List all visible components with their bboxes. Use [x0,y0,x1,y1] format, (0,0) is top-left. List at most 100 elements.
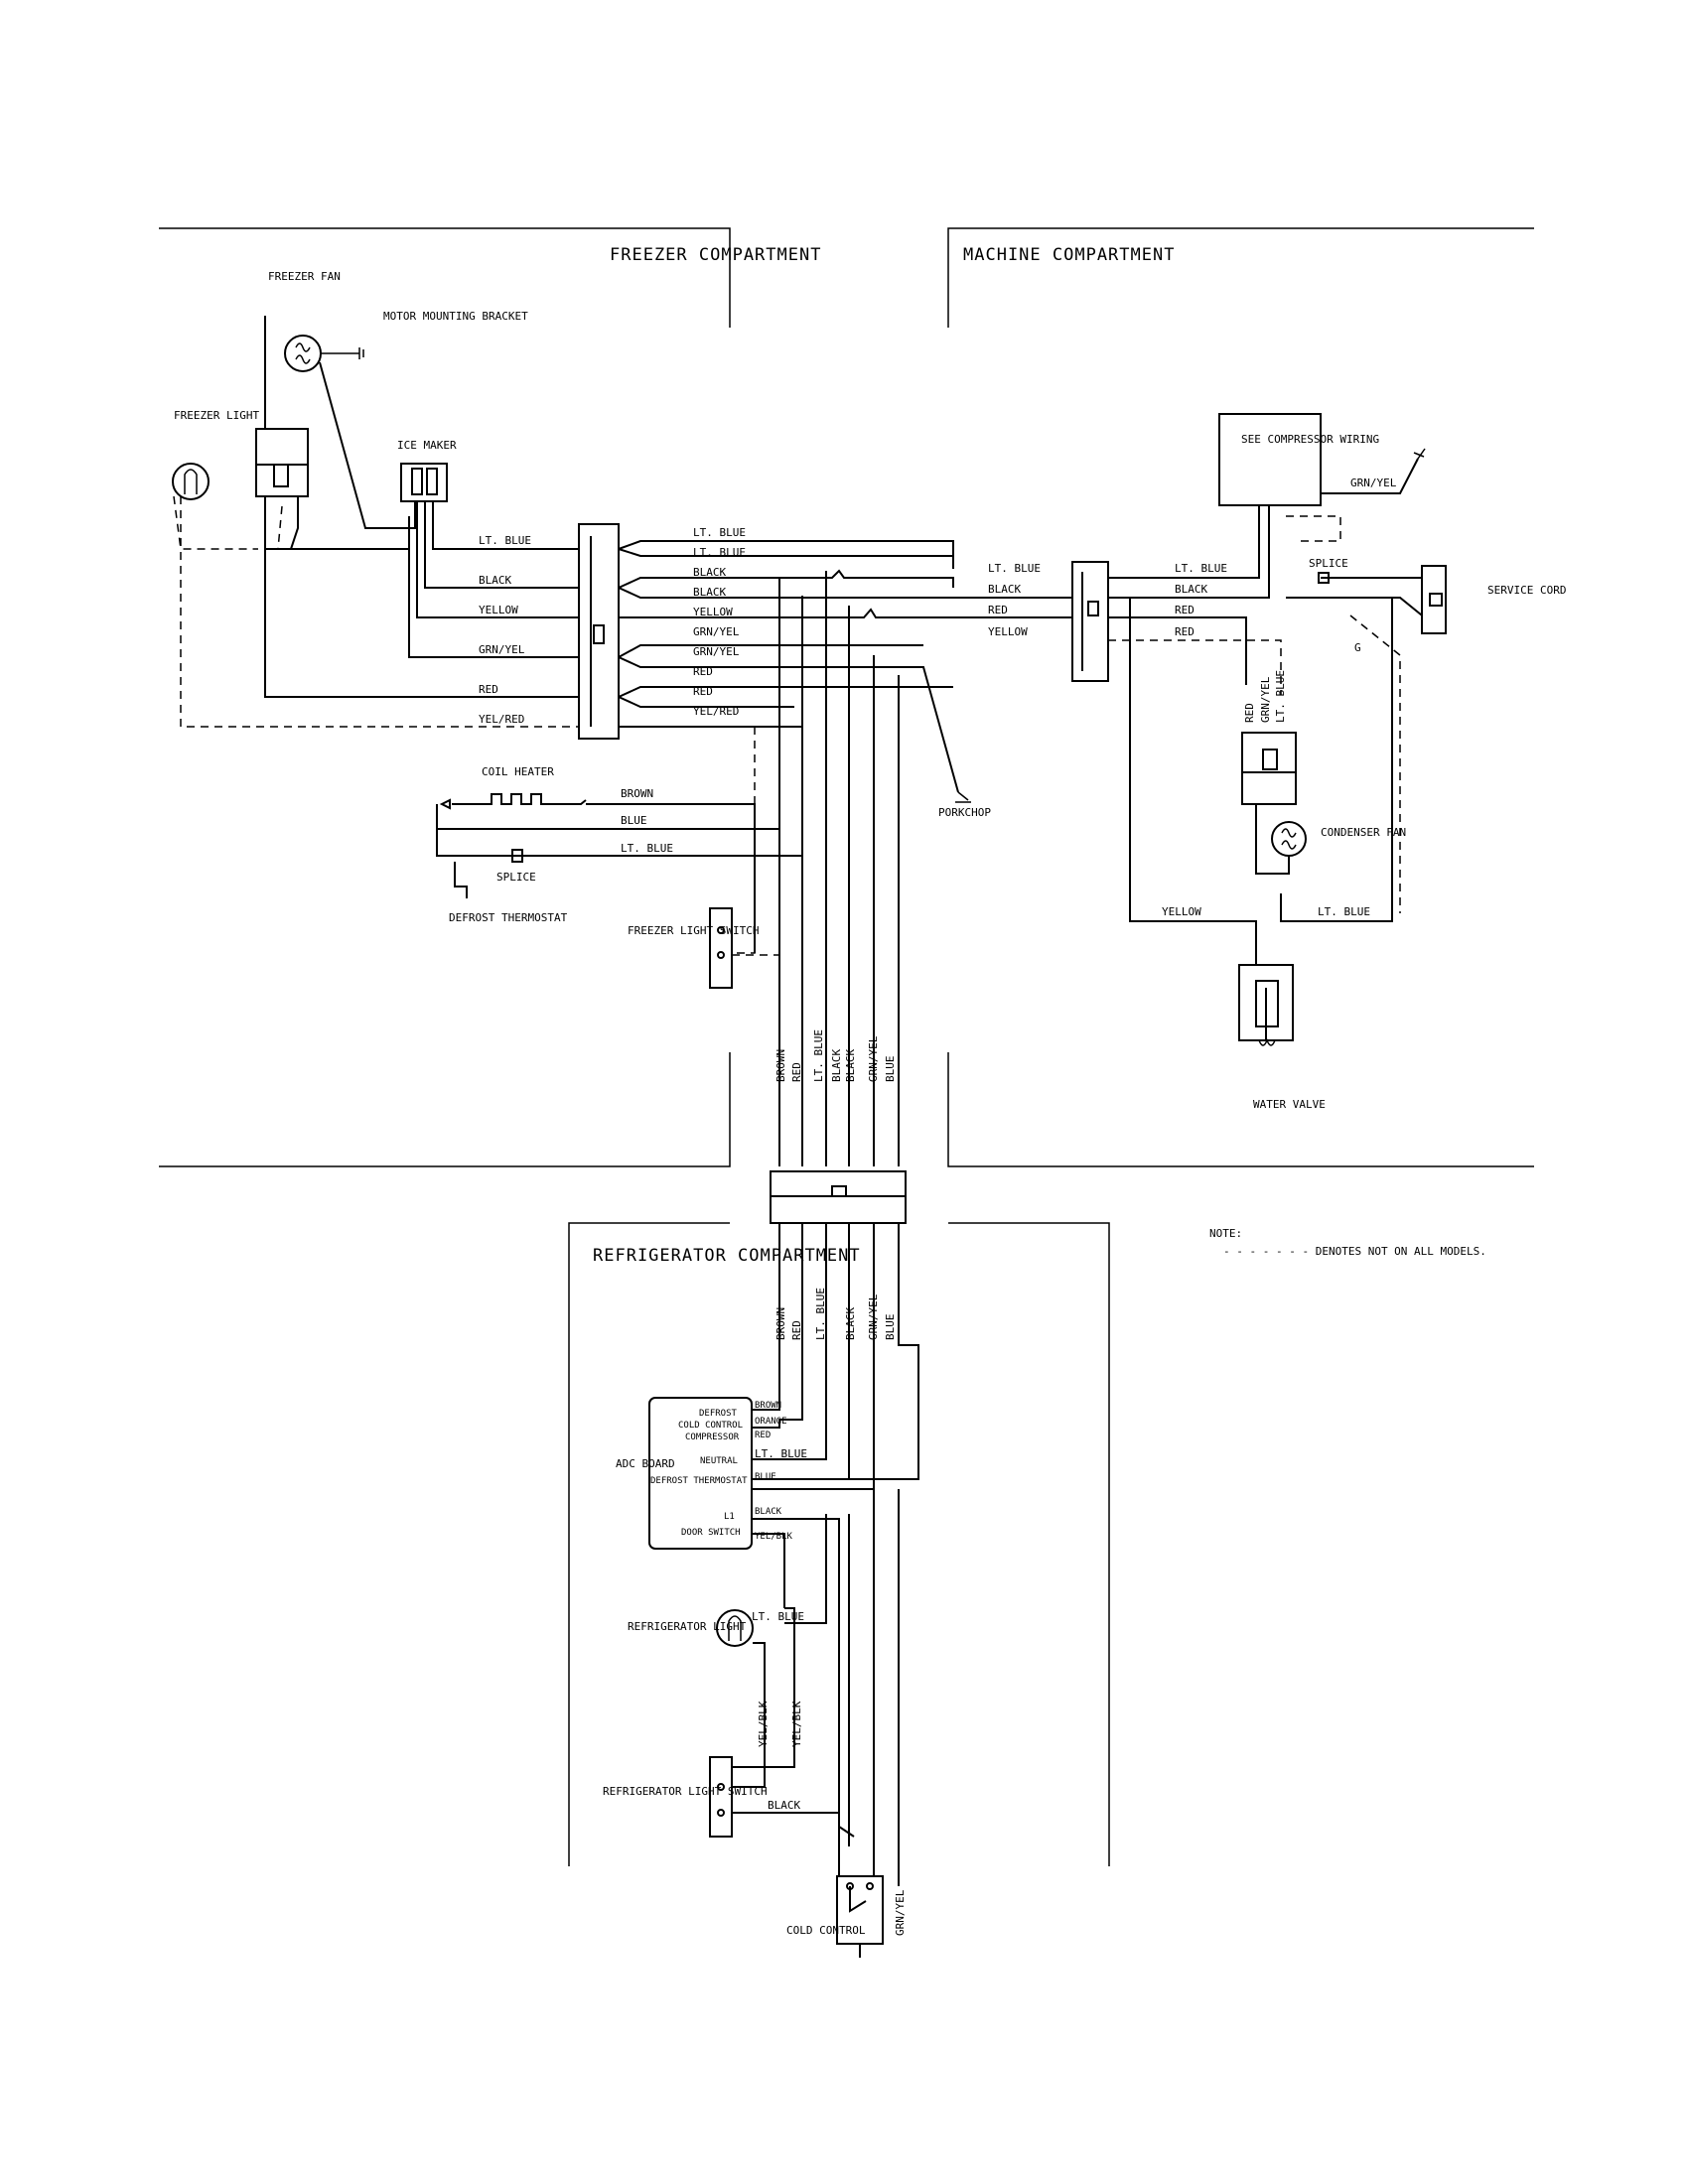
wire-label-ltblue-f1: LT. BLUE [479,534,531,547]
freezer-light-switch-icon [709,907,779,989]
compressor-wiring-label: SEE COMPRESSOR WIRING [1241,433,1379,446]
machine-connector [1071,561,1109,682]
ground-marker: G [1354,641,1361,654]
wire-label-ltblue-f4: LT. BLUE [621,842,673,855]
wire-label-grnyel-f1: GRN/YEL [479,643,525,656]
wire-label-black-f2: BLACK [693,566,726,579]
wire-label-blue-f: BLUE [621,814,647,827]
vert-label-brown-1: BROWN [774,1049,787,1082]
splice-label: SPLICE [496,871,536,884]
wire-label-red-m2: RED [1175,604,1195,616]
wire-label-grnyel-m1: GRN/YEL [1350,477,1397,489]
adc-term-defrost-thermostat: DEFROST THERMOSTAT [650,1476,748,1486]
porkchop-label: PORKCHOP [938,806,991,819]
vert-label-red-m: RED [1243,703,1256,723]
wire-label-black-m2: BLACK [1175,583,1207,596]
wire-label-grnyel-f2: GRN/YEL [693,625,740,638]
freezer-light-icon [172,463,210,500]
wire-label-red-f3: RED [693,685,713,698]
condenser-fan-icon [1241,732,1307,875]
harness-bundle [735,571,900,1166]
cold-control-icon [836,1875,884,1958]
water-valve-label: WATER VALVE [1253,1098,1326,1111]
adc-term-door-switch: DOOR SWITCH [681,1528,741,1538]
vert-label-brown-2: BROWN [774,1307,787,1340]
wire-label-red-f2: RED [693,665,713,678]
adc-wire-red: RED [755,1431,771,1440]
vert-label-blue-1: BLUE [884,1056,897,1083]
splice-label-m: SPLICE [1309,557,1348,570]
wire-label-ltblue-m3: LT. BLUE [1318,905,1370,918]
note-text: - - - - - - - DENOTES NOT ON ALL MODELS. [1223,1245,1486,1258]
section-borders [159,227,1534,1866]
wire-label-red-m3: RED [1175,625,1195,638]
adc-term-l1: L1 [724,1512,735,1522]
refrigerator-light-switch-icon [709,1756,839,1838]
adc-wire-ltblue: LT. BLUE [755,1447,807,1460]
adc-wire-yelblk: YEL/BLK [755,1532,793,1542]
wire-label-yellow-m2: YELLOW [1162,905,1201,918]
wire-label-yelred-f2: YEL/RED [693,705,739,718]
compressor-wiring-box [1218,413,1322,506]
wire-label-grnyel-f3: GRN/YEL [693,645,740,658]
freezer-light-switch-label: FREEZER LIGHT SWITCH [628,924,759,937]
wire-label-black-r1: BLACK [768,1799,800,1812]
service-cord-label: SERVICE CORD [1487,584,1566,597]
defrost-thermostat-label: DEFROST THERMOSTAT [449,911,568,924]
refrigerator-harness [752,1223,919,1846]
freezer-fan-label: FREEZER FAN [268,270,341,283]
wire-label-black-m1: BLACK [988,583,1021,596]
freezer-connector [578,523,620,740]
adc-board [648,1397,753,1550]
wire-label-red-m1: RED [988,604,1008,616]
adc-wire-brown: BROWN [755,1401,781,1411]
wire-label-yellow-f1: YELLOW [479,604,518,616]
coil-heater-icon [436,793,802,953]
wire-label-ltblue-f3: LT. BLUE [693,546,746,559]
vert-label-ltblue-1: LT. BLUE [812,1029,825,1082]
wire-label-yellow-m1: YELLOW [988,625,1028,638]
wire-label-ltblue-r1: LT. BLUE [752,1610,804,1623]
adc-board-label: ADC BOARD [616,1457,675,1470]
vert-label-grnyel-2: GRN/YEL [867,1294,880,1340]
vert-label-grnyel-m: GRN/YEL [1259,676,1272,723]
condenser-fan-label: CONDENSER FAN [1321,826,1406,839]
wire-label-ltblue-m1: LT. BLUE [988,562,1041,575]
vert-label-yelblk-1: YEL/BLK [757,1701,770,1747]
adc-terminals: DEFROST COLD CONTROL COMPRESSOR NEUTRAL … [650,1409,748,1538]
vert-label-grnyel-3: GRN/YEL [894,1889,907,1936]
refrigerator-light-label: REFRIGERATOR LIGHT [628,1620,747,1633]
adc-term-cold-control: COLD CONTROL [678,1421,743,1431]
vert-label-ltblue-m: LT. BLUE [1274,670,1287,723]
adc-term-defrost: DEFROST [699,1409,738,1419]
adc-wire-orange: ORANGE [755,1417,787,1427]
freezer-connector-outputs [618,540,1072,793]
center-connector [770,1170,907,1224]
freezer-light-label: FREEZER LIGHT [174,409,259,422]
wire-label-ltblue-f2: LT. BLUE [693,526,746,539]
refrigerator-title: REFRIGERATOR COMPARTMENT [593,1246,861,1266]
service-cord-icon [1421,565,1447,634]
vert-label-red-1: RED [790,1062,803,1082]
adc-wire-blue: BLUE [755,1472,776,1482]
machine-title: MACHINE COMPARTMENT [963,245,1175,265]
adc-wire-black: BLACK [755,1507,782,1517]
vert-label-red-2: RED [790,1320,803,1340]
freezer-title-1: FREEZER COMPARTMENT [610,245,821,265]
freezer-fan-icon [255,316,322,497]
motor-bracket-label: MOTOR MOUNTING BRACKET [383,310,528,323]
vert-label-blue-2: BLUE [884,1314,897,1341]
wire-label-brown-f: BROWN [621,787,653,800]
wire-label-ltblue-m2: LT. BLUE [1175,562,1227,575]
vert-label-black-2: BLACK [844,1049,857,1082]
vert-label-yelblk-2: YEL/BLK [790,1701,803,1747]
wire-label-red-f1: RED [479,683,498,696]
wire-label-black-f3: BLACK [693,586,726,599]
note-heading: NOTE: [1209,1227,1242,1240]
wire-label-yelred-f1: YEL/RED [479,713,524,726]
ice-maker-label: ICE MAKER [397,439,457,452]
refrigerator-light-icon [716,1609,754,1647]
ice-maker-icon [400,463,448,502]
vert-label-grnyel-1: GRN/YEL [867,1035,880,1082]
